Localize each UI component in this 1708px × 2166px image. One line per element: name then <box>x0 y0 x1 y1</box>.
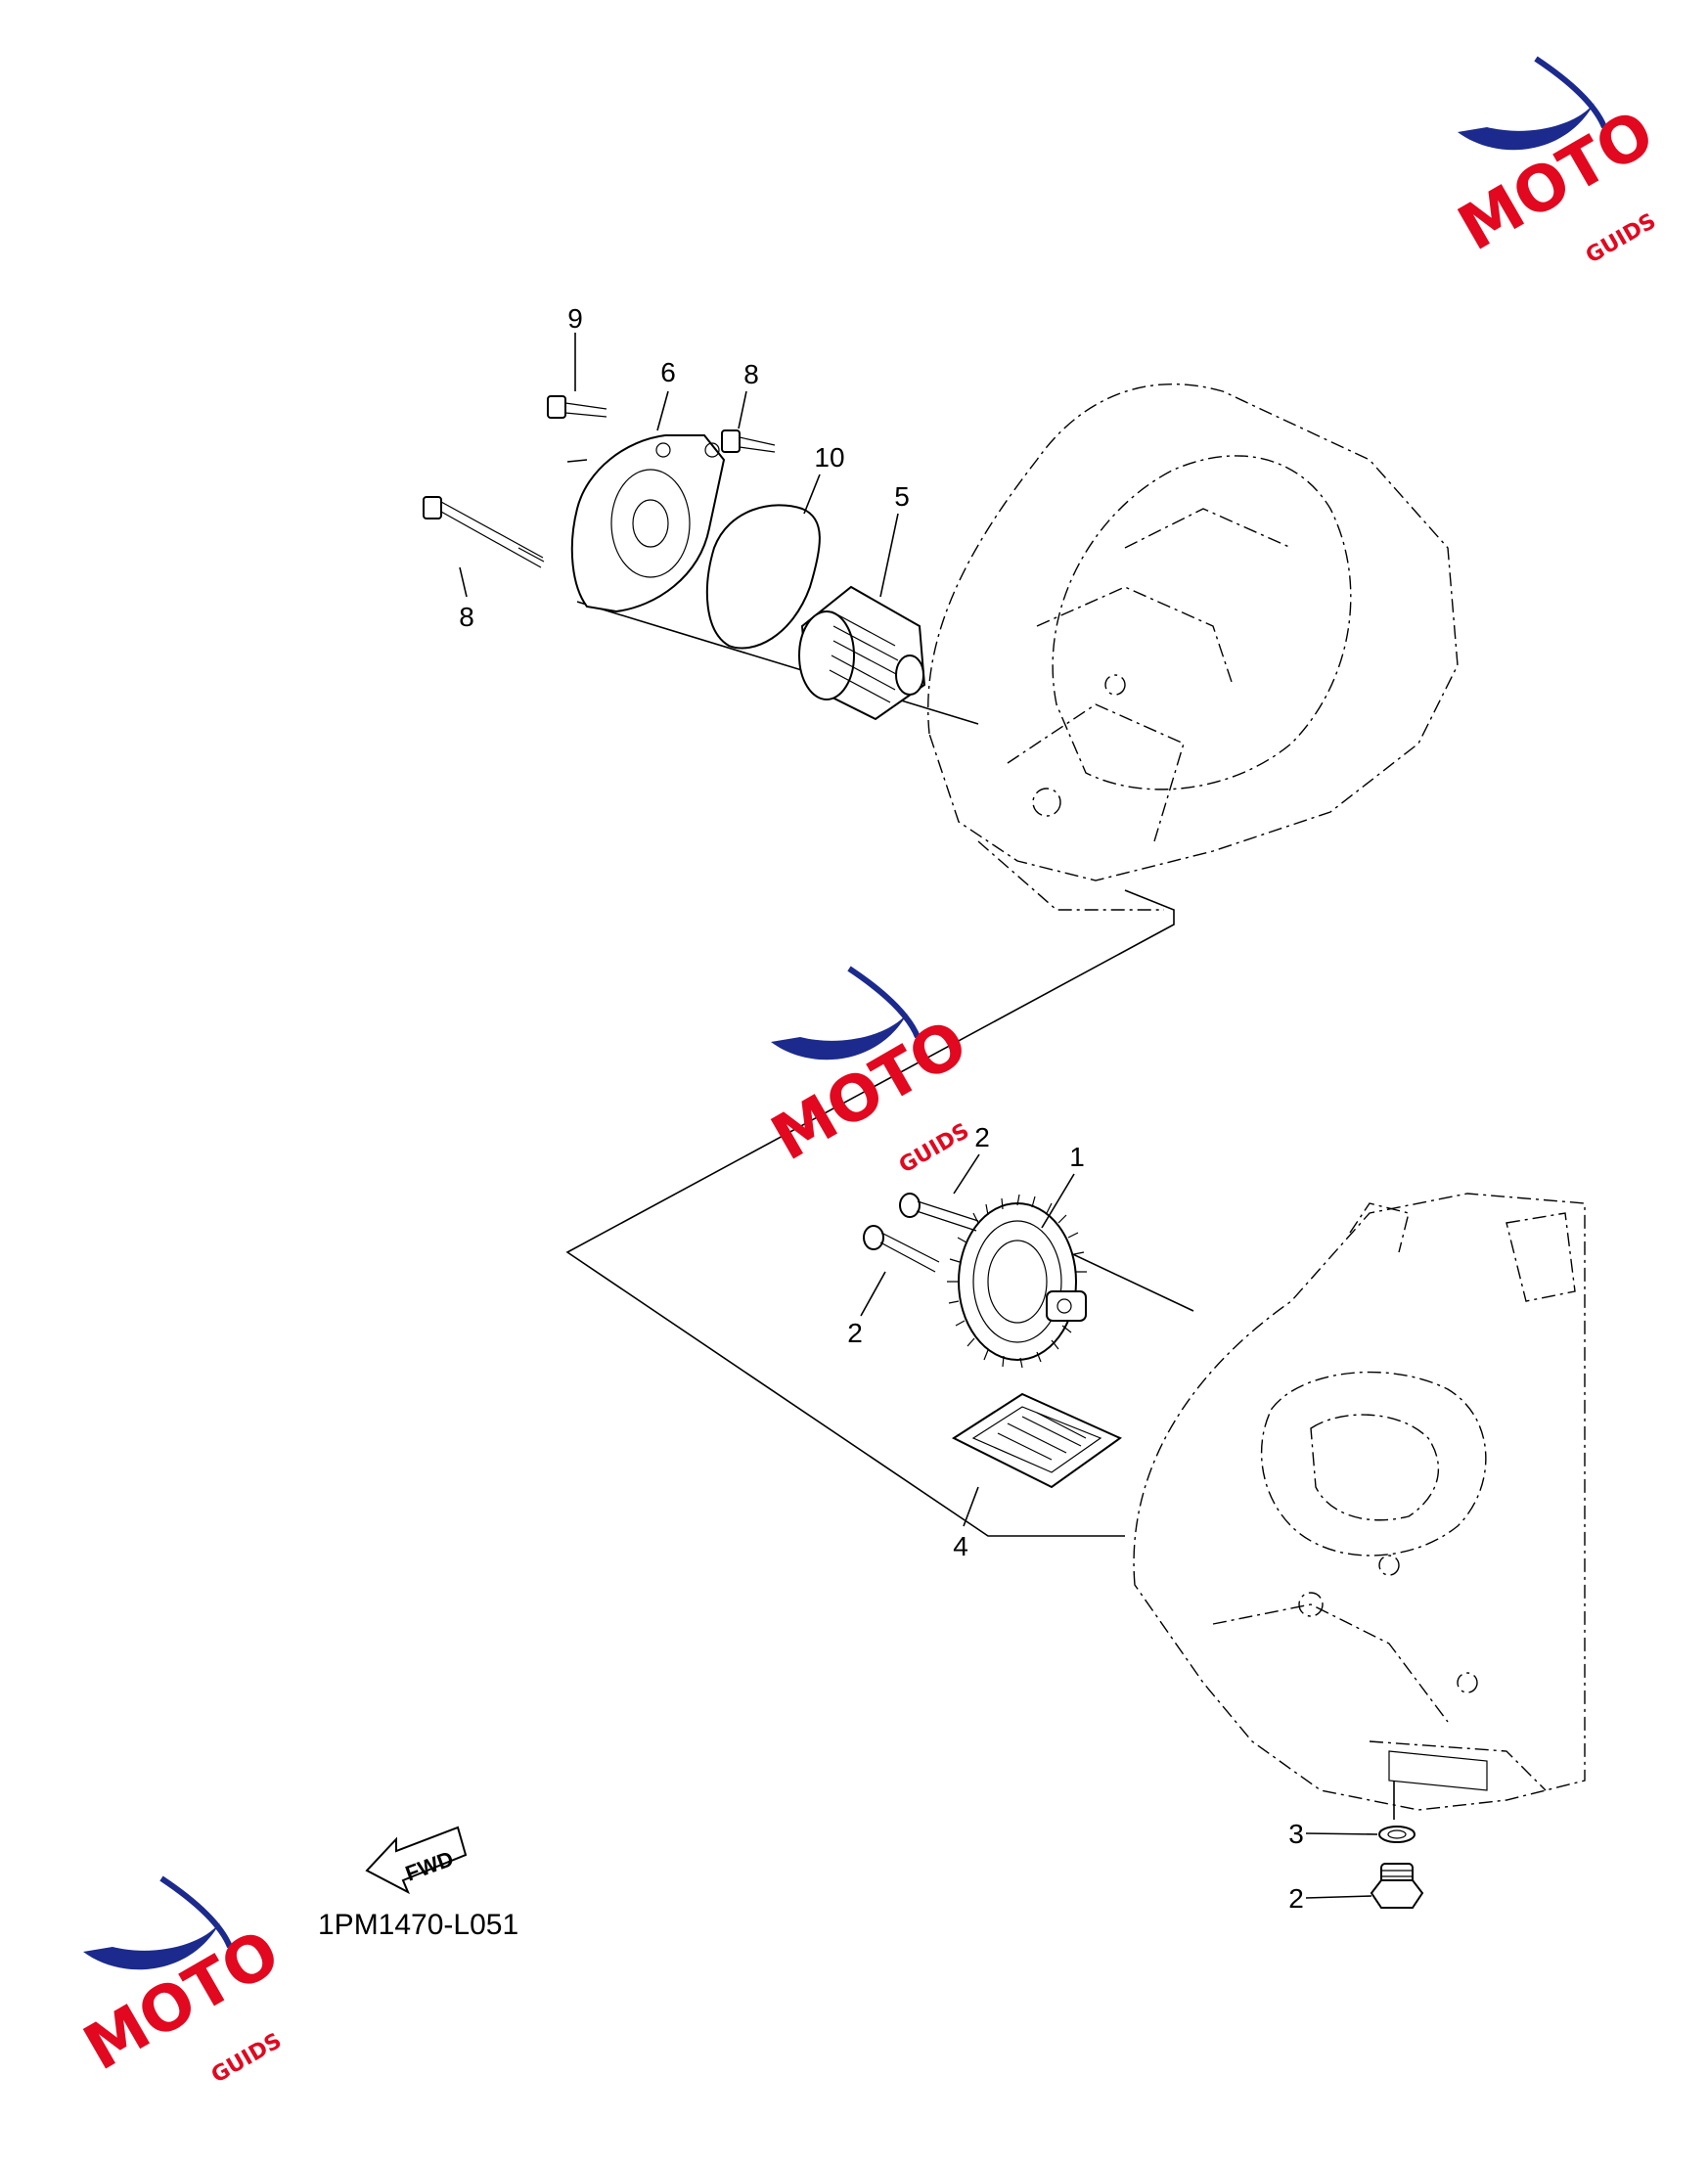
callout-leaders <box>459 333 1378 1899</box>
bolt-8-left <box>547 395 607 419</box>
motoguids-logo: MOTO GUIDS <box>760 966 979 1179</box>
oil-filter-element <box>798 585 926 721</box>
motoguids-logo: MOTO GUIDS <box>72 1875 292 2089</box>
oil-pump-assembly <box>947 1194 1087 1369</box>
diagram-code: 1PM1470-L051 <box>318 1909 518 1941</box>
callout-8-right: 8 <box>743 359 759 389</box>
oil-filter-cover <box>570 434 726 613</box>
washer-4 <box>1378 1826 1416 1843</box>
crankcase-lower-outline <box>1133 1193 1586 1811</box>
callout-5: 4 <box>953 1531 968 1561</box>
svg-text:GUIDS: GUIDS <box>207 2029 286 2089</box>
screw-2-upper <box>899 1193 979 1232</box>
callout-10: 10 <box>814 442 844 473</box>
callout-2-upper: 2 <box>974 1122 990 1152</box>
fwd-arrow-icon: FWD <box>365 1826 468 1895</box>
o-ring-10 <box>705 504 821 650</box>
callout-7: 6 <box>660 357 676 387</box>
svg-text:GUIDS: GUIDS <box>895 1119 973 1179</box>
crankcase-cover-outline <box>927 383 1459 911</box>
screw-2-lower <box>863 1225 940 1273</box>
callout-2-lower: 2 <box>847 1318 863 1348</box>
callout-8-left: 9 <box>567 303 583 334</box>
bolt-8-right <box>721 429 776 453</box>
svg-text:GUIDS: GUIDS <box>1582 209 1660 269</box>
callout-labels: 9 6 8 10 5 8 2 1 2 4 3 2 <box>459 303 1304 1914</box>
callout-1: 1 <box>1069 1142 1085 1172</box>
motoguids-logo: MOTO GUIDS <box>1447 56 1666 269</box>
long-bolt-9 <box>423 496 545 568</box>
callout-6: 5 <box>894 481 910 512</box>
callout-3: 2 <box>1288 1883 1304 1914</box>
drain-plug-3 <box>1370 1863 1424 1909</box>
oil-strainer-5 <box>951 1392 1122 1489</box>
callout-9: 8 <box>459 602 474 632</box>
callout-4: 3 <box>1288 1819 1304 1849</box>
